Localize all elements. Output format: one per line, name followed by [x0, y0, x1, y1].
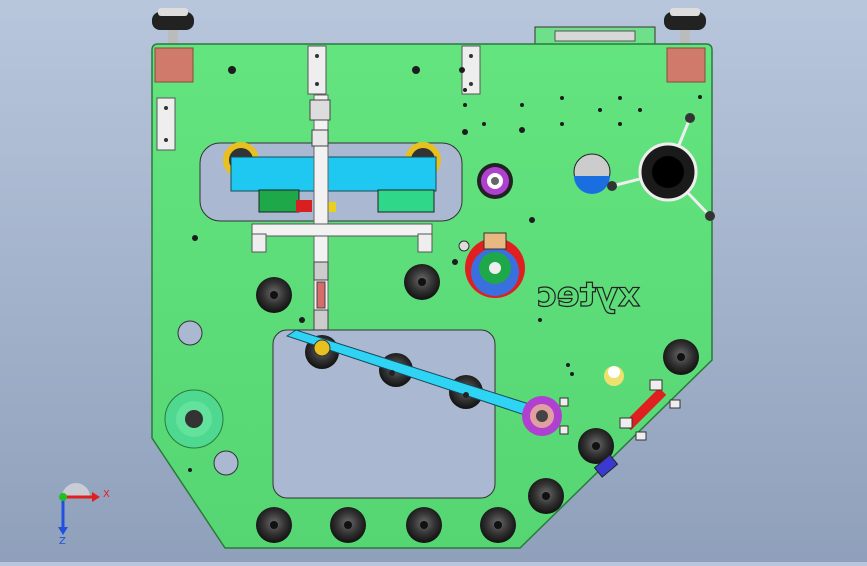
hole-bottom-left — [213, 450, 239, 476]
roller-bottom-1[interactable] — [256, 507, 292, 543]
drive-motor[interactable] — [458, 232, 525, 298]
roller-right-upper[interactable] — [663, 339, 699, 375]
carriage-green-block-left — [258, 189, 300, 213]
top-left-foot[interactable] — [152, 8, 194, 44]
roller-right-lower[interactable] — [578, 428, 614, 464]
side-actuator[interactable] — [593, 379, 681, 478]
z-axis-label: Z — [59, 536, 66, 547]
yellow-ball[interactable] — [604, 366, 624, 386]
spoke-dial[interactable] — [607, 113, 715, 221]
carriage-bar[interactable] — [230, 156, 437, 192]
roller-bottom-right[interactable] — [528, 478, 564, 514]
roller-left-mid[interactable] — [256, 277, 292, 313]
top-right-foot[interactable] — [664, 8, 706, 44]
purple-bearing[interactable] — [477, 163, 513, 199]
lower-window — [272, 329, 496, 499]
axis-triad[interactable]: X Z — [58, 483, 110, 547]
board-logo: xytec — [536, 275, 640, 315]
rail-bracket-left[interactable] — [307, 45, 327, 95]
top-connector-block[interactable] — [534, 26, 656, 46]
x-axis-label: X — [103, 489, 110, 500]
corner-pad-left — [154, 47, 194, 83]
hole-left — [177, 320, 203, 346]
arm-hub[interactable] — [522, 396, 569, 436]
roller-bottom-3[interactable] — [406, 507, 442, 543]
left-bracket[interactable] — [156, 97, 176, 151]
left-pulley[interactable] — [164, 389, 224, 449]
roller-bottom-2[interactable] — [330, 507, 366, 543]
roller-right-mid[interactable] — [404, 264, 440, 300]
corner-pad-right — [666, 47, 706, 83]
roller-bottom-4[interactable] — [480, 507, 516, 543]
screw-holes — [188, 66, 702, 472]
guide-rail[interactable] — [251, 223, 433, 237]
carriage-green-block-right — [377, 189, 435, 213]
level-sensor[interactable] — [573, 153, 611, 194]
